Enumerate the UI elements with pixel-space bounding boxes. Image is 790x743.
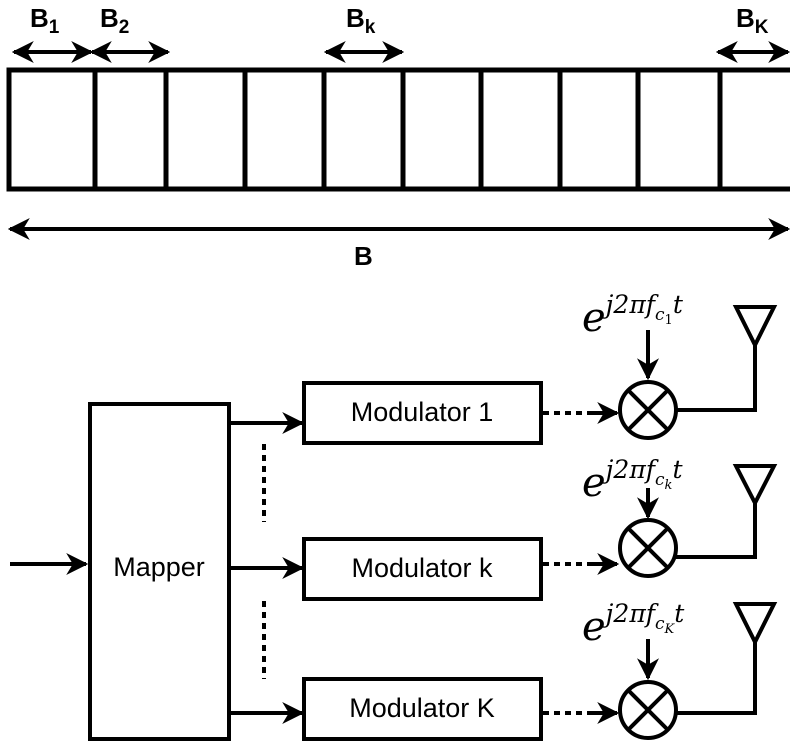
b1-label: B1	[30, 3, 60, 38]
mixer-K-icon	[618, 680, 678, 740]
modulator-1-label: Modulator 1	[351, 397, 494, 427]
mapper-block	[88, 402, 231, 741]
modulator-K-block	[302, 677, 543, 741]
modulator-k-label: Modulator k	[351, 553, 493, 583]
antenna-K-icon	[732, 602, 778, 647]
mapper-label: Mapper	[113, 552, 205, 582]
b2-label: B2	[100, 3, 129, 38]
bk-label: Bk	[346, 3, 376, 38]
antenna-k-icon	[732, 464, 778, 508]
antenna-K-feed	[676, 639, 757, 715]
spectrum-band	[6, 67, 790, 192]
bK-label: BK	[736, 3, 769, 38]
total-bandwidth-label: B	[354, 241, 373, 271]
carrier-K-label: ej2πfcKt	[582, 599, 685, 650]
carrier-1-label: ej2πfc1t	[582, 290, 684, 341]
modulator-1-block	[302, 381, 543, 445]
antenna-1-icon	[732, 305, 778, 350]
antenna-1-feed	[676, 335, 757, 412]
modulator-K-label: Modulator K	[349, 693, 495, 723]
mixer-k-icon	[618, 518, 678, 578]
carrier-k-label: ej2πfckt	[582, 455, 683, 506]
modulator-k-block	[302, 537, 543, 601]
antenna-k-feed	[676, 495, 757, 559]
mixer-1-icon	[618, 380, 678, 440]
spectrum-outline	[6, 67, 790, 192]
